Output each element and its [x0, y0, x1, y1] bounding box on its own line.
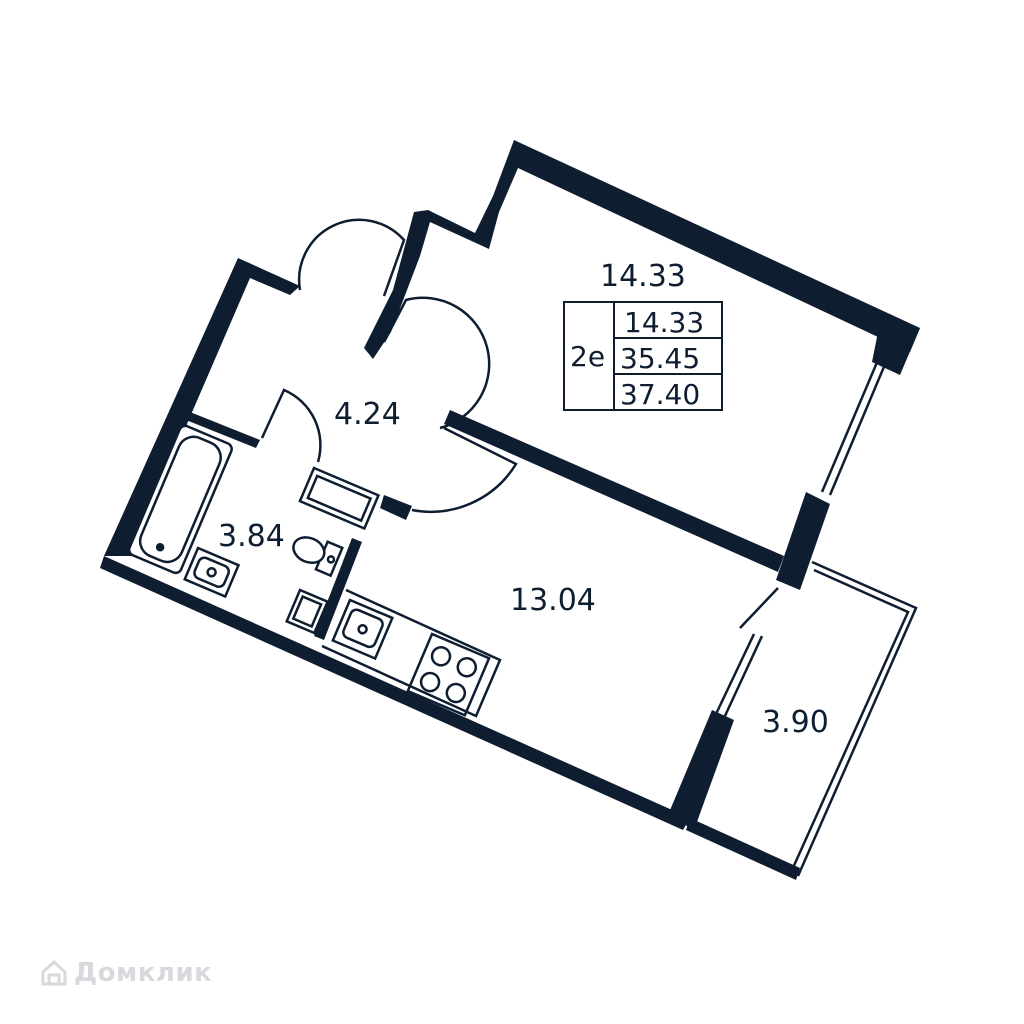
bedroom-top-wall: [364, 140, 920, 359]
balcony-area-label: 3.90: [762, 705, 829, 740]
kitchen-counter: [321, 588, 502, 718]
kitchen-area-label: 13.04: [510, 583, 596, 618]
kitchen-sink: [331, 598, 394, 661]
summary-frame: [563, 301, 723, 411]
bottom-outer-wall: [100, 556, 690, 830]
entrance-wall-right: [380, 495, 412, 520]
bathtub: [127, 424, 233, 575]
total-with-balcony-value: 37.40: [620, 378, 700, 411]
domclick-watermark: Домклик: [40, 958, 212, 988]
fixtures: [127, 424, 502, 718]
bedroom-window-line-1: [828, 361, 888, 496]
bathroom-sink: [183, 546, 241, 599]
hall-wardrobe: [298, 466, 381, 531]
hall-area-label: 4.24: [334, 397, 401, 432]
entrance-door-swing: [411, 426, 518, 513]
bedroom-door-swing: [382, 296, 491, 430]
hall-door-swing-top: [297, 218, 406, 297]
bedroom-window-line-2: [820, 359, 880, 493]
bedroom-kitchen-partition: [444, 410, 784, 572]
area-summary-box: [563, 301, 723, 411]
walls: [100, 140, 920, 880]
apartment-type-label: 2е: [570, 340, 605, 373]
bedroom-area-label: 14.33: [600, 259, 686, 294]
bedroom-window-pier: [872, 322, 920, 375]
balcony-bottom-wall: [686, 818, 800, 880]
pier-between-windows: [776, 492, 830, 590]
bathroom-door-swing: [260, 388, 322, 463]
bath-kitchen-wall: [314, 538, 362, 640]
living-area-value: 14.33: [624, 306, 704, 339]
kitchen-window-line-2: [714, 633, 756, 715]
balcony-door-leaf: [739, 587, 779, 629]
balcony-outline: [796, 560, 918, 877]
bathroom-area-label: 3.84: [218, 519, 285, 554]
total-area-value: 35.45: [620, 342, 700, 375]
washing-machine: [285, 588, 330, 635]
balcony-inner-glazing: [790, 568, 910, 871]
kitchen-window-pier: [668, 710, 734, 830]
toilet: [292, 536, 344, 578]
kitchen-window-line-1: [722, 635, 764, 719]
bath-hall-wall: [186, 412, 260, 448]
watermark-text: Домклик: [74, 958, 213, 988]
house-logo-icon: [41, 959, 67, 986]
left-outer-wall: [104, 258, 300, 556]
